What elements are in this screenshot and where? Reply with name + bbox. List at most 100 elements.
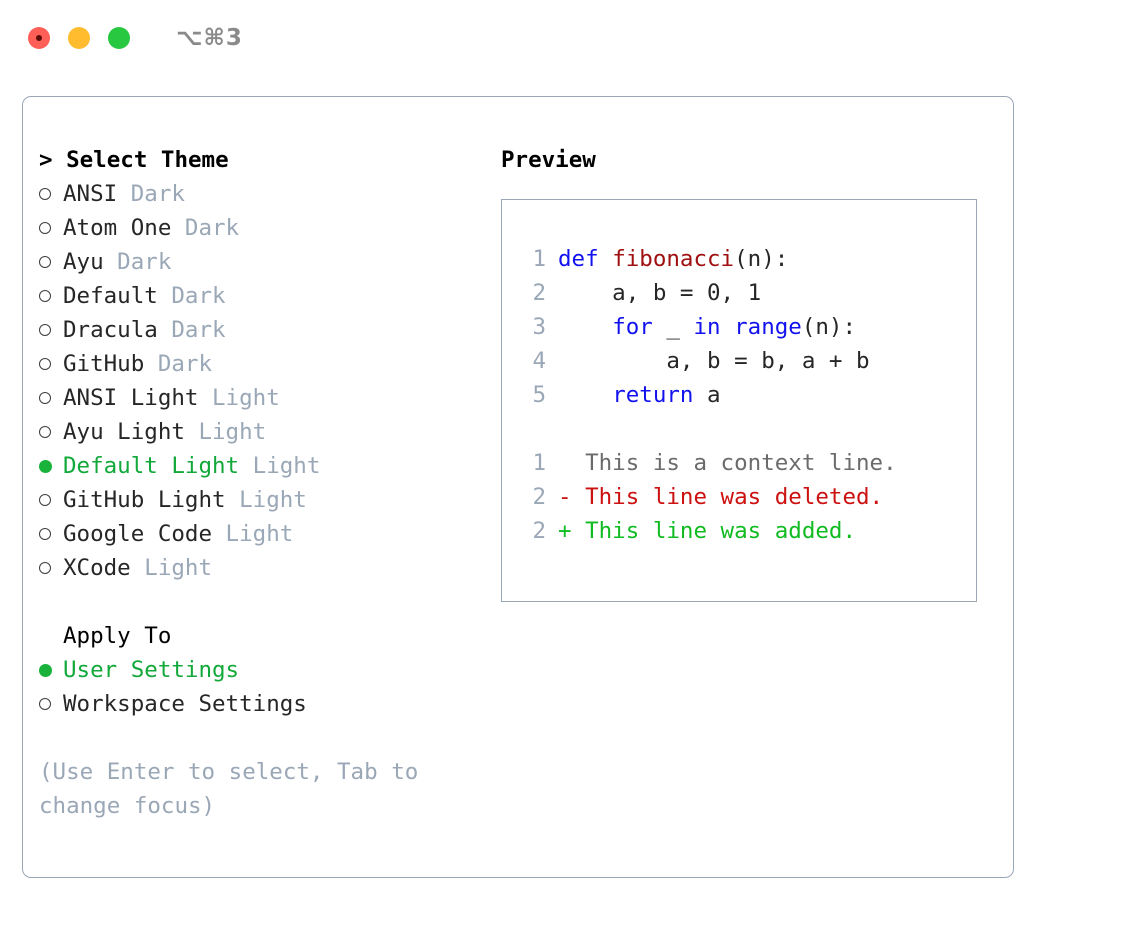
code-line: 2 a, b = 0, 1 — [516, 276, 976, 310]
code-line-content: for _ in range(n): — [558, 310, 856, 344]
maximize-window-button[interactable] — [108, 27, 130, 49]
theme-option-label: GitHub Light — [63, 487, 226, 513]
theme-option-label: Default Light — [63, 453, 240, 479]
radio-selected-icon[interactable] — [39, 459, 63, 473]
theme-option-kind-badge: Light — [184, 419, 267, 445]
theme-option-ansi[interactable]: ANSI Dark — [39, 177, 489, 211]
theme-option-kind-badge: Light — [212, 521, 294, 547]
theme-option-ayu[interactable]: Ayu Dark — [39, 245, 489, 279]
code-token — [558, 382, 612, 408]
theme-option-label: Ayu — [63, 249, 104, 275]
radio-unselected-icon[interactable] — [39, 290, 63, 302]
select-theme-heading-text: Select Theme — [66, 147, 229, 173]
theme-option-label: ANSI Light — [63, 385, 199, 411]
traffic-light-controls — [28, 27, 130, 49]
radio-unselected-icon[interactable] — [39, 188, 63, 200]
code-line-content: def fibonacci(n): — [558, 242, 788, 276]
line-number: 2 — [532, 280, 546, 306]
theme-option-label: Dracula — [63, 317, 158, 343]
theme-option-atom-one[interactable]: Atom One Dark — [39, 211, 489, 245]
theme-option-kind-badge: Dark — [117, 181, 185, 207]
radio-unselected-icon[interactable] — [39, 222, 63, 234]
theme-option-ayu-light[interactable]: Ayu Light Light — [39, 415, 489, 449]
radio-unselected-icon[interactable] — [39, 562, 63, 574]
diff-line: 1 This is a context line. — [516, 446, 976, 480]
theme-option-label: GitHub — [63, 351, 145, 377]
code-token — [558, 314, 612, 340]
code-token: (n): — [734, 246, 789, 272]
theme-option-ansi-light[interactable]: ANSI Light Light — [39, 381, 489, 415]
list-spacer — [39, 585, 489, 619]
preview-heading: Preview — [501, 147, 596, 173]
select-theme-heading: > Select Theme — [39, 143, 489, 177]
theme-option-kind-badge: Dark — [103, 249, 172, 275]
radio-unselected-icon[interactable] — [39, 698, 63, 710]
line-number: 1 — [532, 246, 546, 272]
theme-option-label: Atom One — [63, 215, 172, 241]
theme-option-default[interactable]: Default Dark — [39, 279, 489, 313]
diff-line: 2 - This line was deleted. — [516, 480, 976, 514]
theme-option-kind-badge: Light — [198, 385, 280, 411]
theme-option-label: Ayu Light — [63, 419, 185, 445]
code-token: a — [693, 382, 721, 408]
code-line-content: a, b = 0, 1 — [558, 276, 761, 310]
radio-unselected-icon[interactable] — [39, 392, 63, 404]
apply-option-label: Workspace Settings — [63, 691, 307, 717]
apply-option-workspace-settings[interactable]: Workspace Settings — [39, 687, 489, 721]
code-token: return — [612, 382, 694, 408]
theme-option-github-light[interactable]: GitHub Light Light — [39, 483, 489, 517]
apply-option-label: User Settings — [63, 657, 240, 683]
keyboard-hint-text: (Use Enter to select, Tab to change focu… — [39, 759, 432, 819]
line-number: 1 — [532, 450, 546, 476]
line-number: 4 — [532, 348, 546, 374]
radio-unselected-icon[interactable] — [39, 494, 63, 506]
code-token: in — [693, 314, 721, 340]
theme-option-kind-badge: Light — [239, 453, 321, 479]
apply-to-label: Apply To — [63, 623, 172, 649]
line-number: 3 — [532, 314, 546, 340]
theme-option-default-light[interactable]: Default Light Light — [39, 449, 489, 483]
theme-option-kind-badge: Dark — [171, 215, 240, 241]
code-line-content: return a — [558, 378, 721, 412]
close-window-button[interactable] — [28, 27, 50, 49]
theme-option-label: XCode — [63, 555, 131, 581]
theme-option-kind-badge: Light — [130, 555, 213, 581]
code-token: range — [734, 314, 802, 340]
line-number: 2 — [532, 484, 546, 510]
code-token: _ — [652, 314, 694, 340]
code-line: 5 return a — [516, 378, 976, 412]
theme-option-kind-badge: Dark — [144, 351, 213, 377]
line-number: 2 — [532, 518, 546, 544]
code-line: 3 for _ in range(n): — [516, 310, 976, 344]
window-titlebar: ⌥⌘3 — [0, 0, 1140, 76]
code-token: a, b = b, a + b — [558, 348, 870, 374]
diff-line-text: + This line was added. — [558, 518, 857, 544]
theme-option-google-code[interactable]: Google Code Light — [39, 517, 489, 551]
code-token: (n): — [801, 314, 857, 340]
theme-option-label: Google Code — [63, 521, 213, 547]
radio-selected-icon[interactable] — [39, 663, 63, 677]
code-token: def — [558, 246, 613, 272]
radio-unselected-icon[interactable] — [39, 358, 63, 370]
radio-unselected-icon[interactable] — [39, 324, 63, 336]
theme-option-xcode[interactable]: XCode Light — [39, 551, 489, 585]
minimize-window-button[interactable] — [68, 27, 90, 49]
preview-gap — [516, 412, 976, 446]
radio-unselected-icon[interactable] — [39, 256, 63, 268]
radio-unselected-icon[interactable] — [39, 426, 63, 438]
radio-unselected-icon[interactable] — [39, 528, 63, 540]
theme-option-label: ANSI — [63, 181, 118, 207]
apply-option-user-settings[interactable]: User Settings — [39, 653, 489, 687]
diff-sample: 1 This is a context line. 2 - This line wa… — [516, 446, 976, 548]
prompt-caret-icon: > — [39, 147, 53, 173]
theme-option-dracula[interactable]: Dracula Dark — [39, 313, 489, 347]
diff-line-text: - This line was deleted. — [558, 484, 884, 510]
theme-option-github[interactable]: GitHub Dark — [39, 347, 489, 381]
